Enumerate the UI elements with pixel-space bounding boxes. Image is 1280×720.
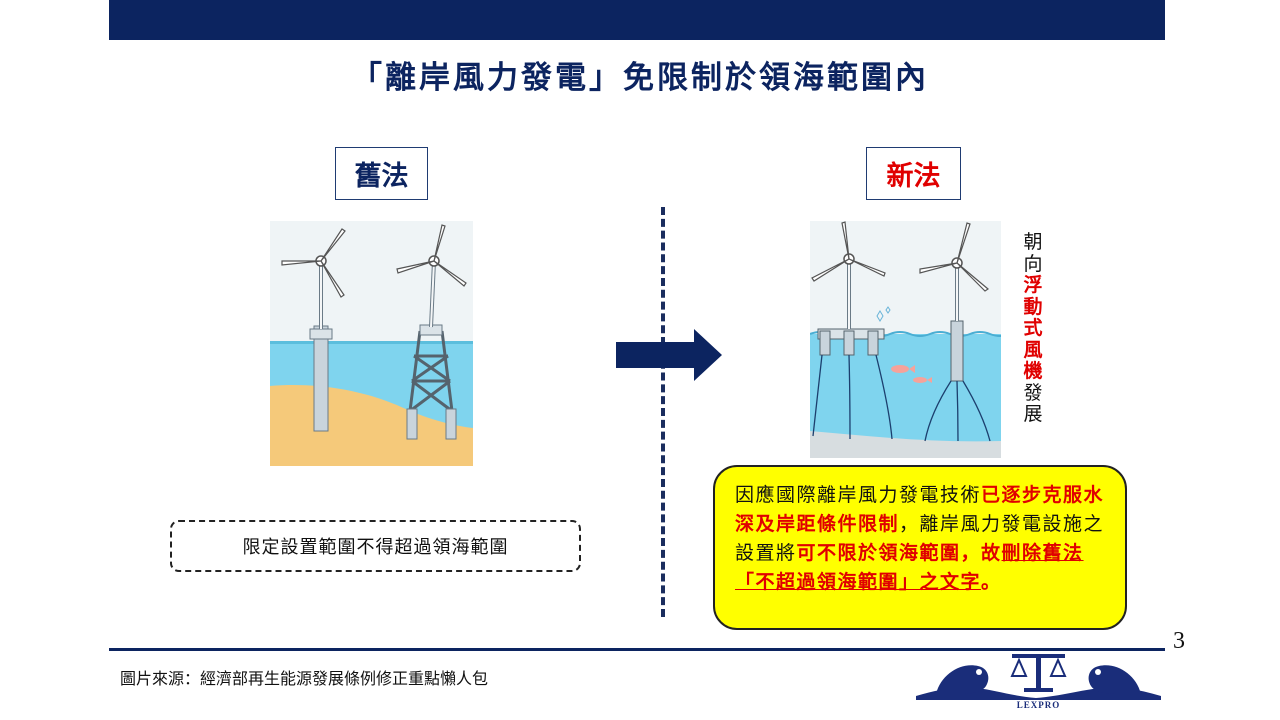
new-law-description-box: 因應國際離岸風力發電技術已逐步克服水深及岸距條件限制，離岸風力發電設施之設置將可… (713, 465, 1127, 630)
desc-text-red-underline: 刪除舊法「不超過領海範圍」之文字 (735, 542, 1084, 593)
old-law-note-text: 限定設置範圍不得超過領海範圍 (242, 537, 509, 558)
vertical-char: 展 (1023, 403, 1043, 425)
vertical-char-highlight: 浮 (1023, 274, 1043, 296)
desc-text: 因應國際離岸風力發電技術 (735, 484, 982, 506)
lexpro-logo: LEXPRO (916, 654, 1161, 710)
top-banner (109, 0, 1165, 40)
desc-text: ，離岸風力發電設施之設置將 (735, 513, 1105, 564)
lion-icon (936, 665, 989, 694)
old-law-label: 舊法 (335, 147, 428, 200)
vertical-char: 發 (1023, 381, 1043, 404)
vertical-char-highlight: 風 (1023, 338, 1043, 361)
page-title: 「離岸風力發電」免限制於領海範圍內 (351, 60, 929, 96)
footer-line (109, 648, 1165, 651)
dashed-divider (661, 207, 665, 617)
old-law-note: 限定設置範圍不得超過領海範圍 (170, 520, 581, 572)
wind-turbine-icon (919, 222, 991, 442)
lion-icon (1088, 665, 1141, 694)
image-source: 圖片來源：經濟部再生能源發展條例修正重點懶人包 (120, 669, 489, 688)
desc-text-red: 可不限於領海範圍，故 (796, 542, 1002, 564)
floating-turbine-illustration (810, 221, 1001, 458)
vertical-char-highlight: 式 (1023, 317, 1043, 339)
vertical-char-highlight: 動 (1023, 295, 1043, 318)
wind-turbine-icon (811, 221, 893, 440)
vertical-char: 向 (1023, 252, 1043, 275)
scales-icon (1010, 654, 1067, 692)
desc-text-red: 已逐步克服水深及岸距條件限制 (735, 484, 1105, 535)
page-number: 3 (1173, 628, 1185, 654)
vertical-floating-turbine-text: 朝 向 浮 動 式 風 機 發 展 (1020, 231, 1046, 426)
vertical-char: 朝 (1023, 231, 1043, 253)
right-arrow-icon (616, 329, 722, 381)
logo-text: LEXPRO (1017, 700, 1061, 710)
vertical-char-highlight: 機 (1023, 360, 1043, 382)
fixed-turbine-illustration (270, 221, 473, 466)
fish-icon (891, 365, 932, 383)
new-law-label: 新法 (866, 147, 961, 200)
wind-turbine-icon (396, 224, 467, 440)
wind-turbine-icon (281, 228, 346, 432)
desc-text-end: 。 (981, 571, 1002, 593)
